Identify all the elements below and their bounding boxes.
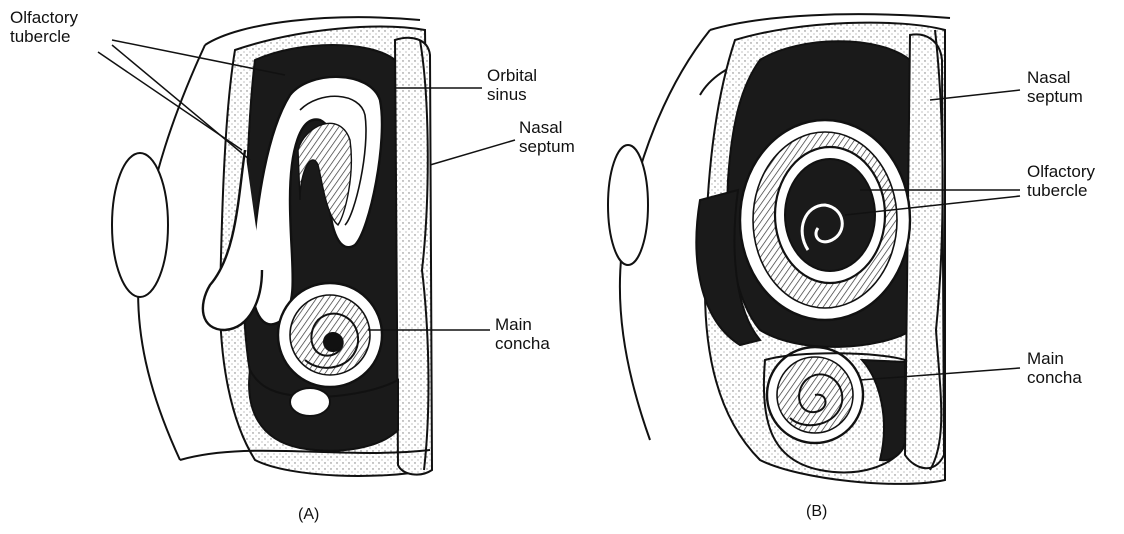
label-a-orbital-sinus: Orbital sinus (487, 66, 537, 104)
leader-a-septum (430, 140, 515, 165)
label-b-nasal-septum: Nasal septum (1027, 68, 1083, 106)
label-a-olfactory-tubercle: Olfactory tubercle (10, 8, 78, 46)
panel-a-drawing (112, 17, 432, 476)
panel-b-eye (608, 145, 648, 265)
label-a-nasal-septum: Nasal septum (519, 118, 575, 156)
label-b-main-concha: Main concha (1027, 349, 1082, 387)
panel-a-main-concha-core (324, 333, 342, 351)
panel-a-lower-bubble (290, 388, 330, 416)
panel-a-tag: (A) (298, 506, 319, 524)
label-a-main-concha: Main concha (495, 315, 550, 353)
panel-b-tubercle-dark (785, 159, 875, 271)
label-b-olfactory-tubercle: Olfactory tubercle (1027, 162, 1095, 200)
panel-b-tag: (B) (806, 503, 827, 521)
panel-b-drawing (608, 14, 950, 484)
panel-a-eye (112, 153, 168, 297)
